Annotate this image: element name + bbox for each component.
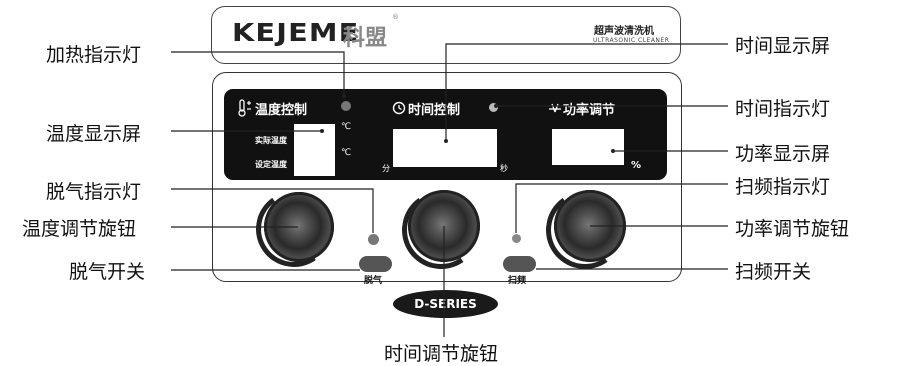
brand-logo-cn: 科盟 — [343, 26, 388, 51]
actual-temp-label: 实际温度 — [255, 136, 287, 145]
callout-temp-display: 温度显示屏 — [46, 123, 142, 145]
sweep-button[interactable] — [503, 256, 536, 272]
product-name-cn: 超声波清洗机 — [594, 26, 654, 37]
callout-sweep-indicator: 扫频指示灯 — [735, 176, 831, 198]
second-unit: 秒 — [500, 164, 508, 173]
degas-button-label: 脱气 — [364, 276, 383, 286]
actual-temp-unit: ℃ — [341, 122, 352, 132]
degas-indicator-light — [368, 234, 379, 245]
callout-degas-switch: 脱气开关 — [69, 261, 146, 283]
degas-button[interactable] — [359, 256, 392, 272]
clock-icon — [392, 101, 406, 115]
callout-power-display: 功率显示屏 — [735, 143, 831, 165]
leader-degas-indicator — [171, 188, 374, 233]
callout-power-knob: 功率调节旋钮 — [735, 218, 850, 240]
time-display — [393, 129, 497, 167]
power-display — [552, 129, 624, 165]
thermometer-icon — [238, 99, 251, 117]
callout-time-knob: 时间调节旋钮 — [384, 343, 499, 365]
temperature-display — [294, 124, 335, 176]
sweep-indicator-light — [512, 234, 521, 243]
leader-time-display — [445, 43, 728, 141]
callout-time-indicator: 时间指示灯 — [735, 98, 831, 120]
temp-control-label: 温度控制 — [255, 103, 308, 118]
callout-time-display: 时间显示屏 — [735, 35, 831, 57]
series-badge: D-SERIES — [393, 290, 498, 318]
power-icon — [549, 103, 561, 113]
callout-temp-knob: 温度调节旋钮 — [22, 218, 137, 240]
brand-logo-en: KEJEME — [232, 18, 360, 47]
callout-sweep-switch: 扫频开关 — [735, 261, 812, 283]
leader-sweep-indicator — [515, 183, 728, 233]
sweep-button-label: 扫频 — [508, 276, 527, 286]
set-temp-unit: ℃ — [341, 148, 352, 158]
product-name-en: ULTRASONIC CLEANER — [593, 37, 670, 44]
power-control-label: 功率调节 — [563, 103, 616, 118]
time-control-label: 时间控制 — [408, 103, 461, 118]
registered-mark: ® — [392, 13, 399, 21]
time-indicator-light — [489, 103, 498, 112]
callout-degas-indicator: 脱气指示灯 — [46, 181, 142, 203]
leader-heating-indicator — [171, 51, 345, 96]
callout-heating-indicator: 加热指示灯 — [46, 44, 142, 66]
set-temp-label: 设定温度 — [255, 160, 287, 169]
heating-indicator-light — [341, 101, 351, 111]
minute-unit: 分 — [382, 164, 390, 173]
percent-unit: % — [631, 160, 642, 171]
